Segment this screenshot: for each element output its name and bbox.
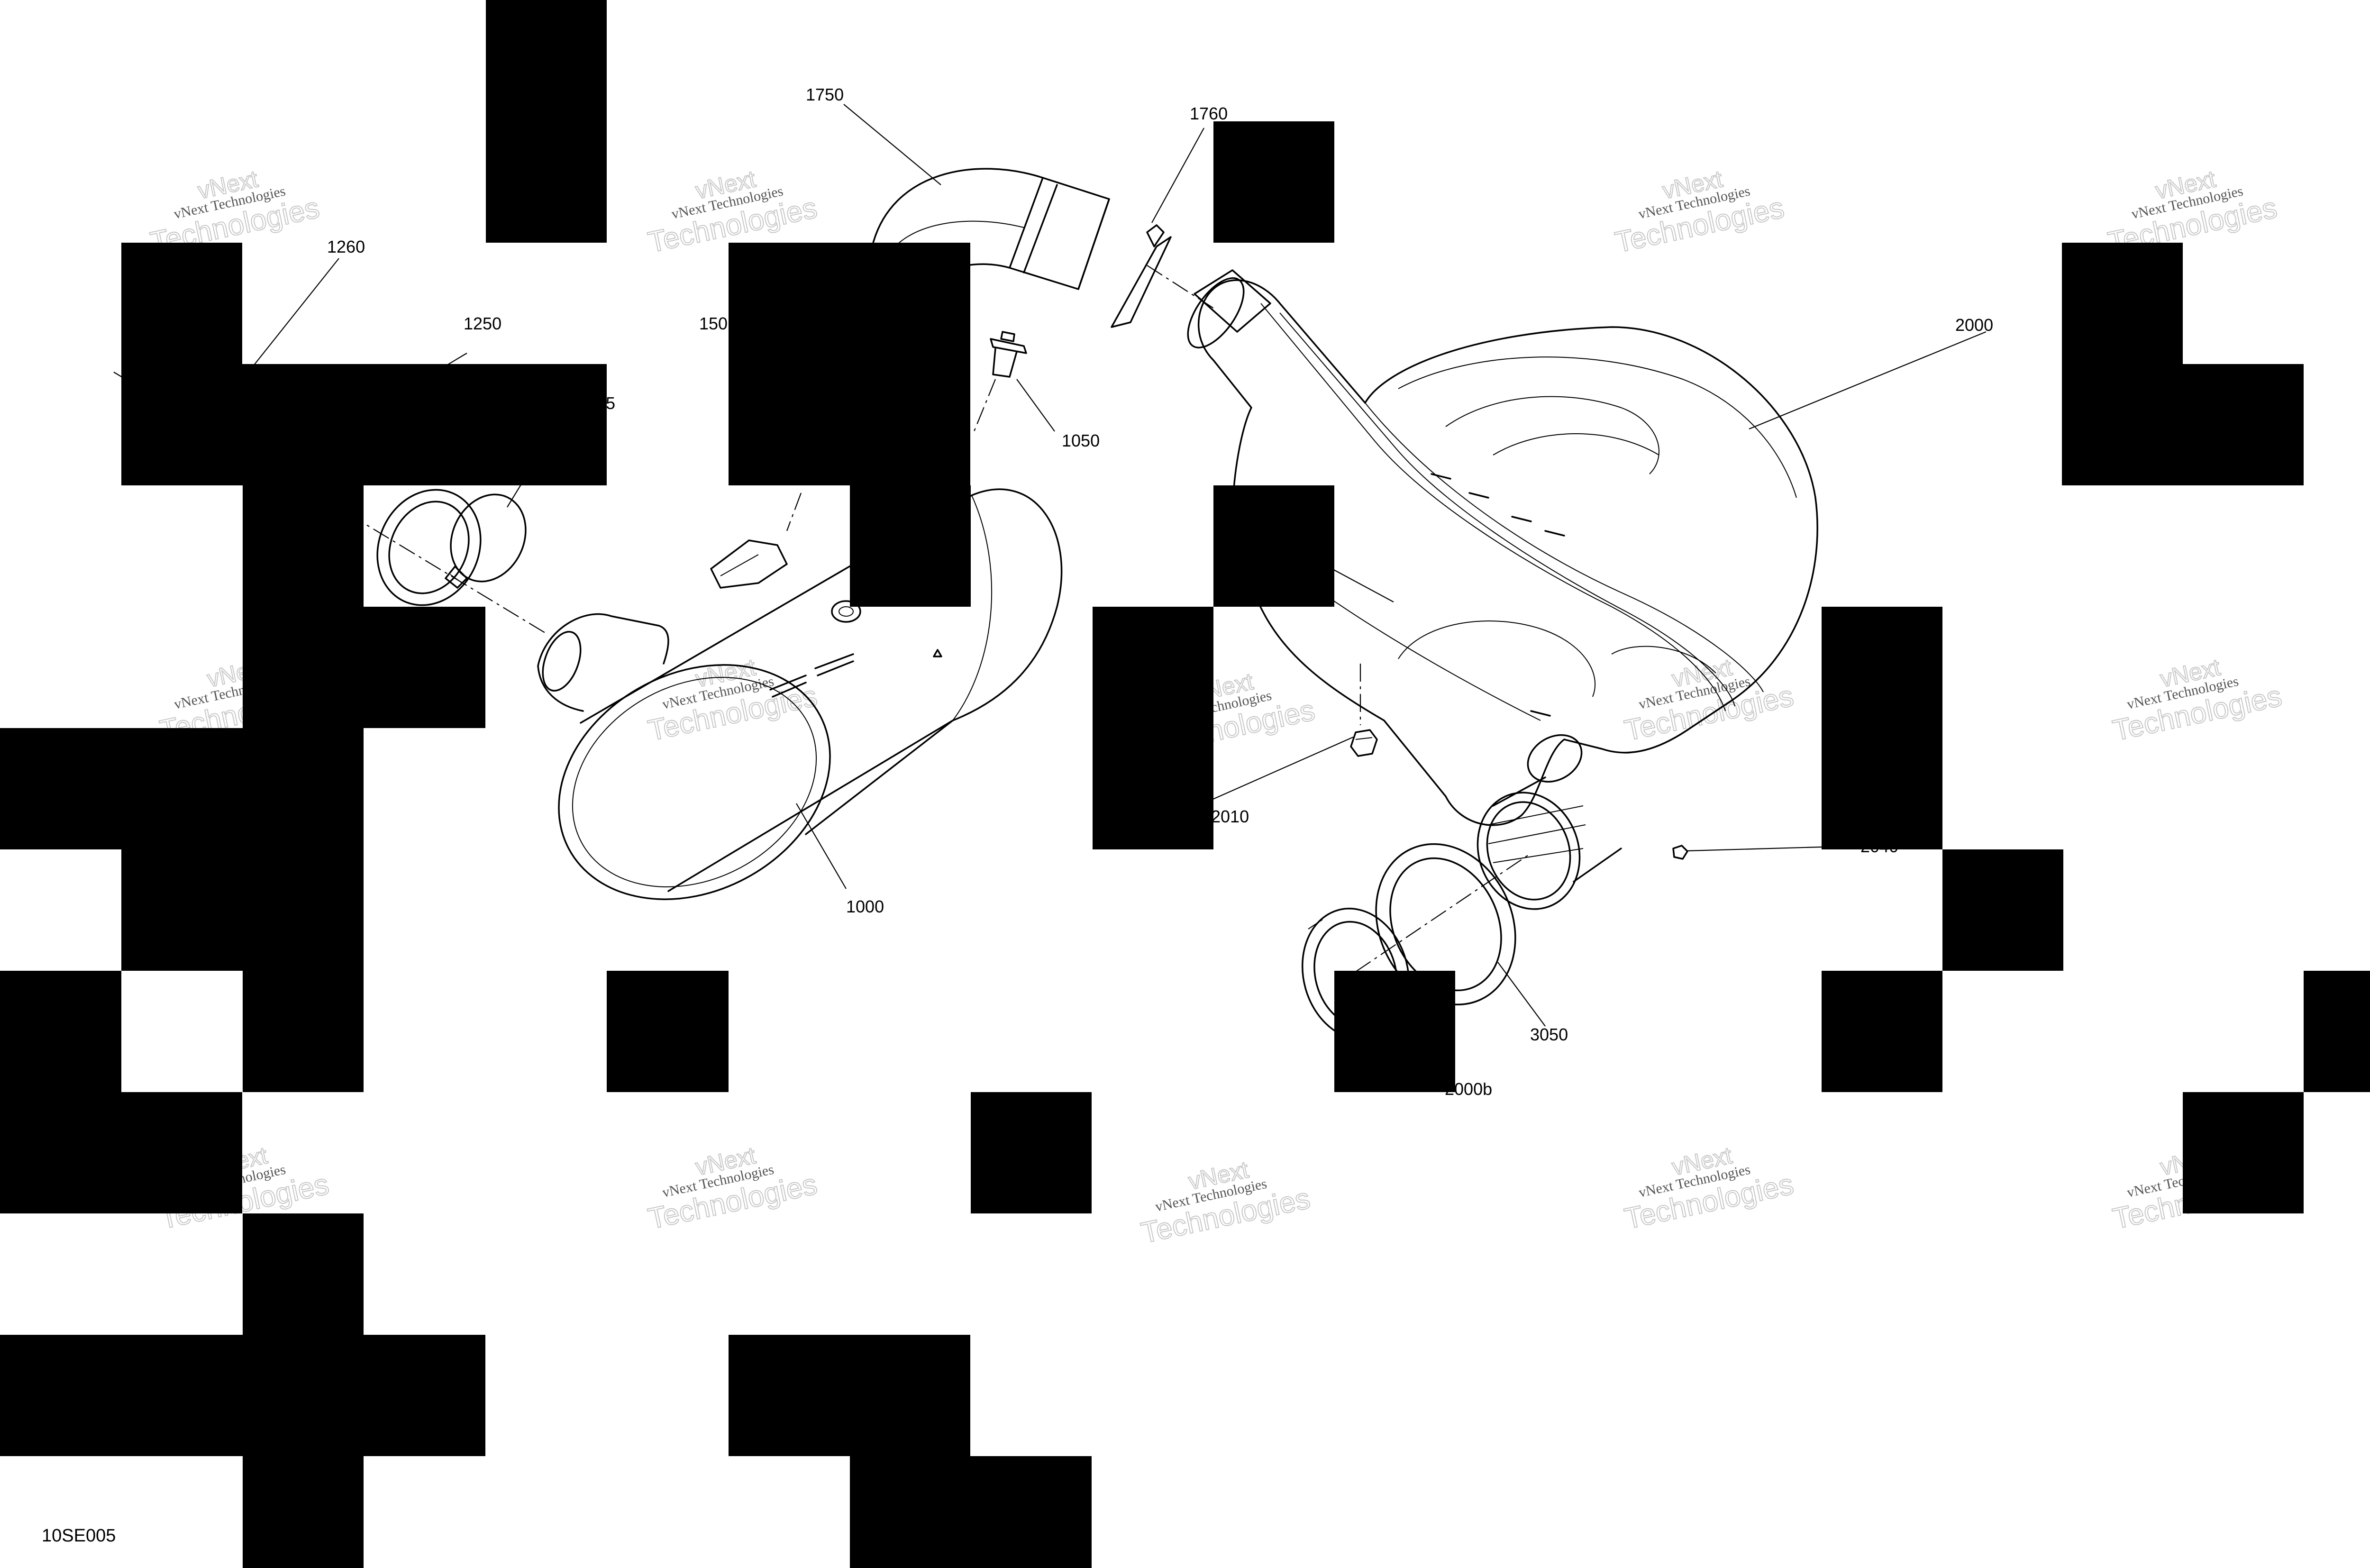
watermark: vNext Technologies vNext Technologies — [2109, 653, 2285, 748]
redaction-block — [2304, 971, 2370, 1092]
callout-1000: 1000 — [846, 897, 884, 916]
part-2010-fastener — [1350, 729, 1378, 757]
callout-1250: 1250 — [464, 314, 501, 333]
part-2000b-outlet — [1477, 776, 1622, 910]
callout-labels: 1750 1760 1260 1250 150 5 1050 2000 2010… — [327, 85, 1993, 1099]
redaction-block — [1213, 485, 1334, 607]
part-3050-gasket-ring — [1375, 843, 1516, 1006]
callout-3050: 3050 — [1530, 1025, 1568, 1044]
part-1050-sensor — [973, 331, 1027, 432]
redaction-block — [1334, 971, 1455, 1092]
callout-150: 150 — [699, 314, 728, 333]
watermark: vNext Technologies vNext Technologies — [1612, 165, 1787, 259]
redaction-block — [971, 1092, 1092, 1213]
part-2040-screw — [1672, 845, 1688, 860]
redaction-block — [0, 1335, 485, 1456]
redaction-block — [2062, 243, 2183, 485]
redaction-block — [121, 243, 242, 364]
redaction-block — [850, 1456, 1092, 1568]
leader-lines — [246, 104, 1987, 1081]
redaction-block — [729, 1335, 970, 1456]
watermark: vNext Technologies vNext Technologies — [645, 1141, 820, 1236]
callout-1760: 1760 — [1190, 104, 1228, 123]
callout-1050: 1050 — [1062, 431, 1100, 450]
redaction-block — [0, 728, 364, 849]
redaction-block — [486, 0, 607, 243]
redaction-block — [2183, 1092, 2304, 1213]
figure-id: 10SE005 — [42, 1526, 116, 1546]
callout-2000: 2000 — [1955, 315, 1993, 335]
redaction-block — [1942, 849, 2063, 971]
watermark: vNext Technologies vNext Technologies — [645, 165, 820, 259]
part-2000-silencer — [1187, 269, 1818, 826]
part-1250-clamp — [376, 489, 482, 606]
redaction-block — [1213, 121, 1334, 243]
watermark: vNext Technologies vNext Technologies — [1138, 1156, 1313, 1250]
callout-2010: 2010 — [1211, 807, 1249, 826]
redaction-block — [121, 849, 364, 971]
redaction-block — [121, 364, 607, 485]
redaction-block — [2183, 364, 2304, 485]
redaction-block — [1822, 971, 1942, 1092]
redaction-block — [607, 971, 729, 1092]
watermark: vNext Technologies vNext Technologies — [1621, 1141, 1796, 1236]
callout-5: 5 — [606, 393, 615, 413]
redaction-block — [121, 1092, 242, 1213]
redaction-block — [0, 971, 121, 1213]
redaction-block — [850, 485, 971, 607]
callout-1260: 1260 — [327, 237, 365, 256]
redaction-block — [1822, 607, 1942, 849]
watermark: vNext Technologies vNext Technologies — [1621, 653, 1796, 748]
redaction-block — [243, 485, 364, 607]
callout-1750: 1750 — [806, 85, 844, 104]
redaction-block — [243, 607, 485, 728]
redaction-block — [243, 971, 364, 1092]
part-1000-muffler — [537, 488, 1063, 900]
part-1760-gasket — [1111, 224, 1172, 328]
redaction-block — [1093, 607, 1213, 849]
redaction-block — [729, 243, 970, 485]
